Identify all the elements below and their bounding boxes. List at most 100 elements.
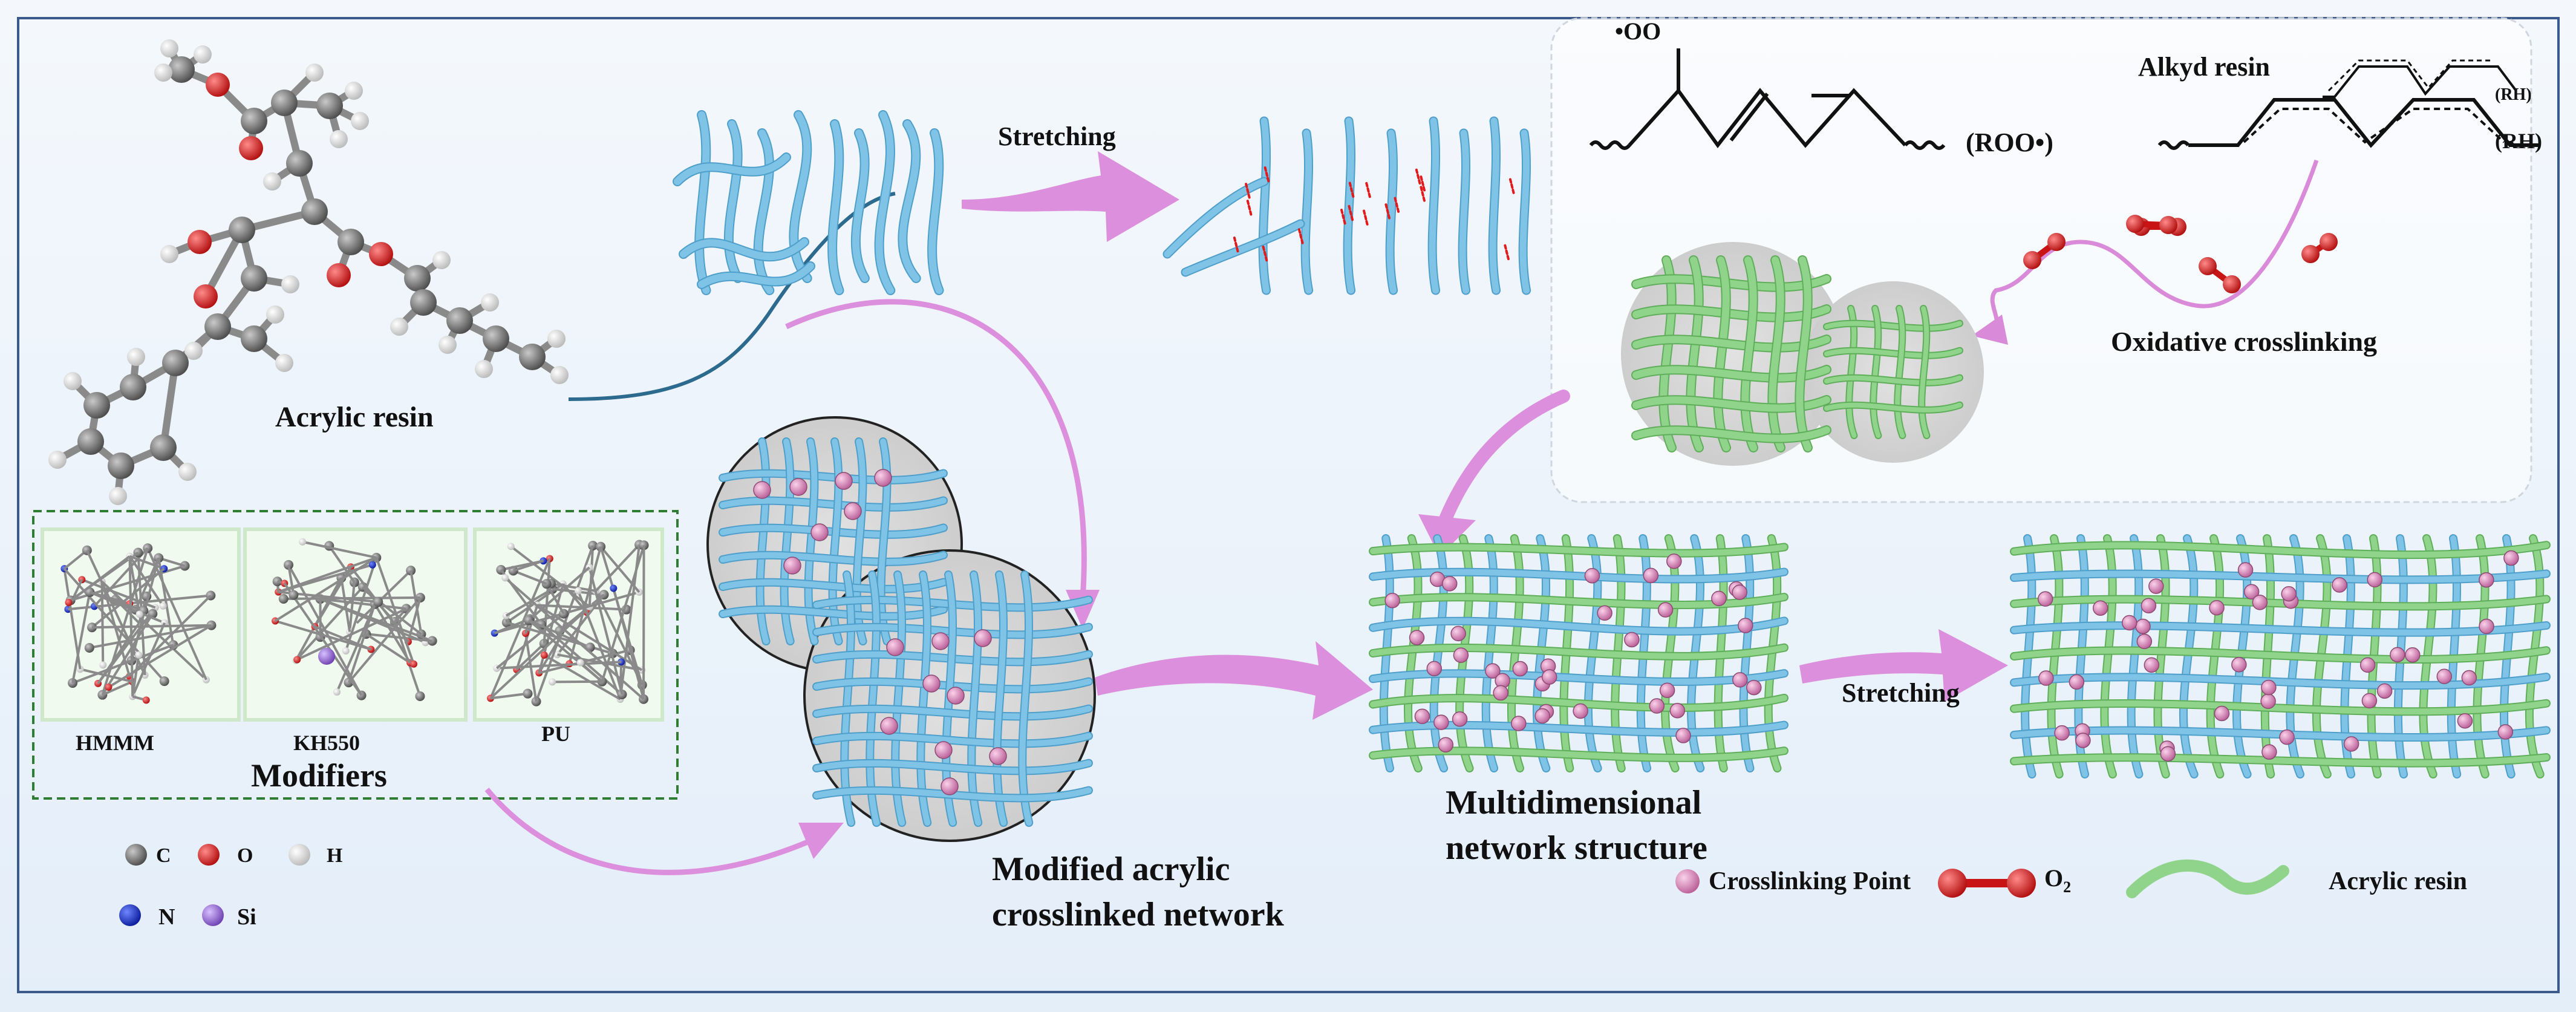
fiber <box>875 111 895 294</box>
bond <box>319 598 433 642</box>
peroxy-radical-label: (ROO•) <box>1966 128 2053 157</box>
broken-bond-mark <box>1415 168 1421 186</box>
broken-bond-mark <box>1262 245 1268 263</box>
crosslink-point <box>2461 670 2477 686</box>
legend-o2-text: O <box>2044 864 2063 892</box>
atom <box>281 275 299 293</box>
crosslink-point <box>1453 647 1469 663</box>
fiber <box>1429 117 1440 294</box>
fiber <box>1919 306 1929 438</box>
crosslink-point <box>1534 708 1550 724</box>
fiber <box>2011 542 2549 558</box>
atom <box>159 602 167 610</box>
fiber <box>1895 306 1905 438</box>
bond <box>64 549 88 570</box>
crosslink-point <box>2497 724 2514 740</box>
crosslink-point <box>835 472 853 490</box>
legend-o2-subscript: 2 <box>2063 878 2071 896</box>
atom <box>168 56 195 83</box>
fiber <box>757 439 769 644</box>
broken-bond-mark <box>1233 237 1239 254</box>
bond <box>91 567 165 628</box>
atom <box>127 348 145 366</box>
crosslink-point <box>1573 703 1588 719</box>
atom <box>481 293 499 312</box>
modifier-molecules <box>60 538 649 707</box>
atom <box>105 683 112 691</box>
bond <box>89 591 165 624</box>
crosslink-point <box>2367 572 2383 588</box>
bond <box>287 564 295 595</box>
fiber <box>1632 426 1830 442</box>
fiber <box>781 439 794 644</box>
bond <box>510 545 590 608</box>
bond <box>612 588 645 700</box>
fiber <box>1687 256 1703 451</box>
crosslink-point <box>2144 657 2160 673</box>
fiber <box>720 497 947 511</box>
atom <box>83 392 110 419</box>
crosslink-point <box>2037 591 2053 607</box>
crosslink-point <box>880 717 898 735</box>
bond <box>347 596 422 684</box>
atom <box>286 150 313 177</box>
crosslink-point <box>2121 615 2137 631</box>
oxygen-atom <box>2223 275 2241 293</box>
crosslink-point <box>2054 725 2070 741</box>
atom <box>415 691 425 701</box>
atom <box>289 590 299 600</box>
bond <box>108 624 212 688</box>
crosslink-point <box>2148 578 2164 594</box>
crosslink-point <box>1746 679 1762 696</box>
atom <box>160 245 178 263</box>
crosslink-point <box>1414 708 1430 725</box>
atom <box>316 93 343 119</box>
atom <box>574 587 582 595</box>
fiber <box>1182 220 1304 276</box>
atom <box>275 354 293 372</box>
crosslink-point <box>2479 618 2494 635</box>
crosslink-point <box>2359 657 2376 673</box>
crosslink-point <box>2069 674 2085 690</box>
atom <box>507 543 515 550</box>
fiber <box>754 129 774 294</box>
crosslink-point <box>2136 633 2153 650</box>
atom-legend-h: H <box>327 844 342 867</box>
multidimensional-label-line2: network structure <box>1446 829 1707 867</box>
bond <box>528 566 590 622</box>
crosslink-point <box>1384 593 1400 609</box>
fiber <box>814 787 1092 801</box>
crosslink-point <box>1438 737 1454 752</box>
crosslink-point <box>1659 682 1675 698</box>
modifier-pu-label: PU <box>541 722 570 746</box>
atom <box>135 610 143 618</box>
crosslink-point <box>2261 744 2277 760</box>
atom <box>204 313 231 340</box>
bond <box>601 544 645 682</box>
bond <box>348 582 356 632</box>
bond <box>579 661 603 683</box>
bond <box>101 581 207 681</box>
crosslink-point <box>2332 577 2347 593</box>
broken-bond-mark <box>1394 197 1400 214</box>
stretching-label-top: Stretching <box>998 122 1116 151</box>
bond <box>543 654 621 700</box>
fiber <box>2011 647 2549 663</box>
crosslink-point <box>2279 729 2295 745</box>
broken-bond-mark <box>1348 204 1354 222</box>
crosslink-point <box>2209 599 2225 616</box>
modified-network-fibers <box>719 437 1093 827</box>
bond <box>275 619 371 651</box>
oxidative-crosslinking-label: Oxidative crosslinking <box>2111 326 2377 357</box>
crosslink-point <box>874 469 892 487</box>
atom <box>159 676 169 687</box>
atom <box>483 325 509 352</box>
o2-molecules <box>2023 215 2338 293</box>
atom <box>549 678 556 686</box>
fiber <box>1370 722 1787 736</box>
atom <box>109 487 127 505</box>
atom <box>439 336 457 354</box>
atom <box>84 642 94 653</box>
flow-arrow-green-to-multi <box>1436 390 1570 533</box>
flow-arrow-green-to-multi-head <box>1418 514 1476 557</box>
